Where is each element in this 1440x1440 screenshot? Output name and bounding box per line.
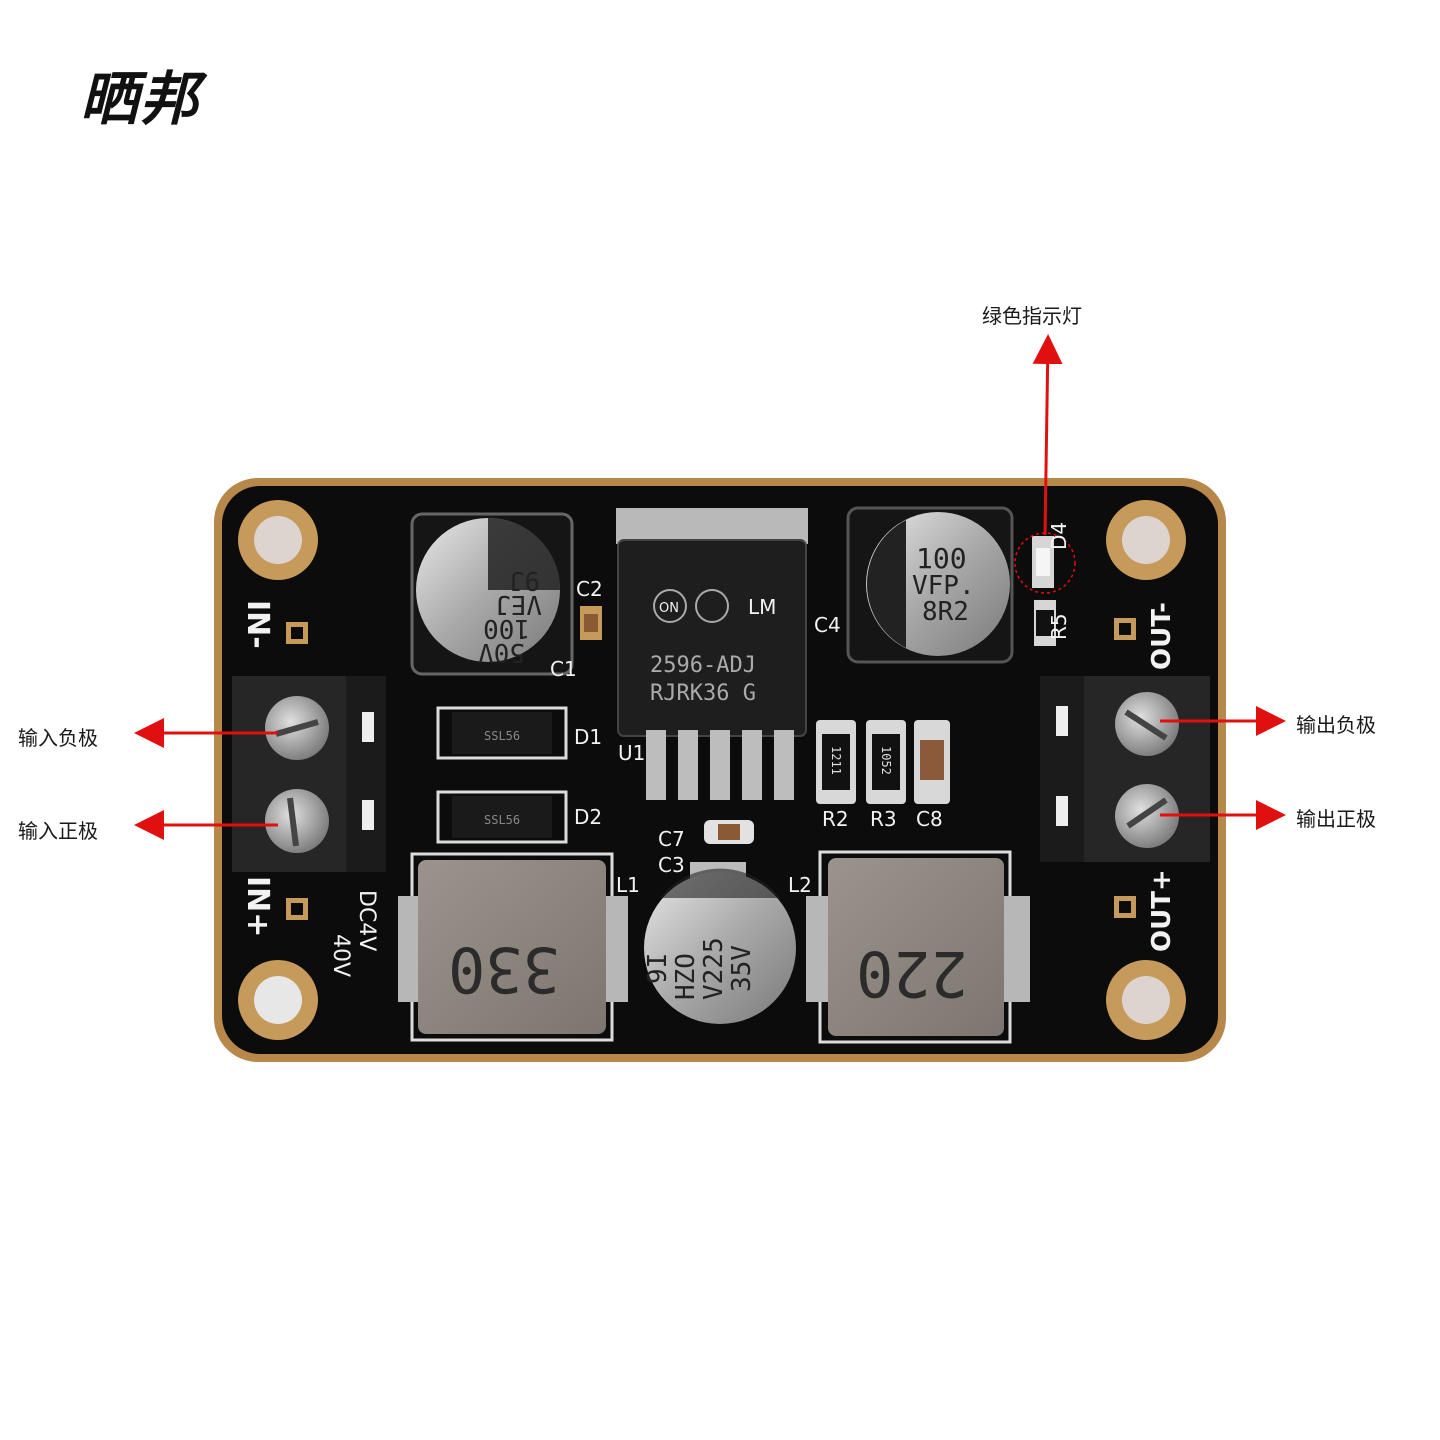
out-pos-silk: OUT+ <box>1147 869 1177 952</box>
callout-led-label: 绿色指示灯 <box>982 304 1082 328</box>
d1-code: SSL56 <box>484 729 520 743</box>
ref-r5: R5 <box>1047 613 1071 640</box>
mounting-holes <box>238 500 1186 1040</box>
ref-l2: L2 <box>788 873 812 897</box>
l1-marking: 330 <box>448 933 560 1006</box>
ref-d4: D4 <box>1047 522 1071 550</box>
out-neg-silk: OUT- <box>1147 602 1177 670</box>
callout-arrows <box>134 334 1286 840</box>
ref-d1: D1 <box>574 725 602 749</box>
callout-in-pos-label: 输入正极 <box>18 819 98 843</box>
ref-l1: L1 <box>616 873 640 897</box>
ic-line-1: 2596-ADJ <box>650 653 756 678</box>
l2-marking: 220 <box>856 937 968 1010</box>
ic-line-2: RJRK36 G <box>650 681 756 706</box>
c4-text-2: VFP. <box>912 571 975 601</box>
capacitor-c3: 9I HZO V225 35V <box>643 862 796 1024</box>
c3-text-2: HZO <box>671 953 701 1000</box>
input-terminal-block <box>232 676 386 872</box>
diode-d2: SSL56 <box>436 790 568 844</box>
c1-text-1: 9J <box>509 565 540 595</box>
c4-text-1: 100 <box>916 542 967 575</box>
inductor-l2: 220 <box>806 850 1030 1044</box>
arrow-led <box>1032 334 1063 536</box>
input-range-1: DC4V <box>354 890 379 951</box>
reference-designators: C1 C2 C3 C4 C7 C8 D1 D2 D4 R2 R3 R5 U1 L… <box>550 522 1071 897</box>
led-d4 <box>1014 532 1076 646</box>
inductor-l1: 330 <box>398 852 628 1042</box>
brand-logo: 晒邦 <box>80 65 201 133</box>
ref-c7: C7 <box>658 827 685 851</box>
c3-text-4: 35V <box>727 945 757 992</box>
r3-code: 1052 <box>879 746 893 775</box>
callout-out-neg-label: 输出负极 <box>1296 713 1376 737</box>
ref-r2: R2 <box>822 807 849 831</box>
c1-text-2: VEJ <box>495 589 542 619</box>
ref-c4: C4 <box>814 613 841 637</box>
output-terminal-block <box>1040 676 1210 862</box>
regulator-u1: ON LM 2596-ADJ RJRK36 G <box>616 508 808 800</box>
in-pos-silk: IN+ <box>240 876 275 937</box>
ref-c3: C3 <box>658 853 685 877</box>
ref-u1: U1 <box>618 741 645 765</box>
ref-c8: C8 <box>916 807 943 831</box>
diode-d1: SSL56 <box>436 706 568 760</box>
c1-text-3: 100 <box>483 613 530 643</box>
c3-text-1: 9I <box>643 953 673 984</box>
c1-text-4: 50V <box>478 637 525 667</box>
c3-text-3: V225 <box>699 937 729 1000</box>
ref-r3: R3 <box>870 807 897 831</box>
capacitor-c1: 9J VEJ 100 50V <box>410 512 574 676</box>
resistors-r2-r3-c8: 1211 1052 <box>816 720 950 804</box>
in-neg-silk: IN- <box>240 600 275 649</box>
input-range-2: 40V <box>328 934 353 977</box>
ic-logo-right: LM <box>748 595 776 619</box>
c4-text-3: 8R2 <box>922 597 969 627</box>
ref-c2: C2 <box>576 577 603 601</box>
callout-out-pos-label: 输出正极 <box>1296 807 1376 831</box>
capacitor-c4: 100 VFP. 8R2 <box>846 506 1014 664</box>
callout-in-neg-label: 输入负极 <box>18 726 98 750</box>
d2-code: SSL56 <box>484 813 520 827</box>
r2-code: 1211 <box>829 746 843 775</box>
ref-c1: C1 <box>550 657 577 681</box>
ic-logo-left: ON <box>659 601 679 616</box>
ref-d2: D2 <box>574 805 602 829</box>
